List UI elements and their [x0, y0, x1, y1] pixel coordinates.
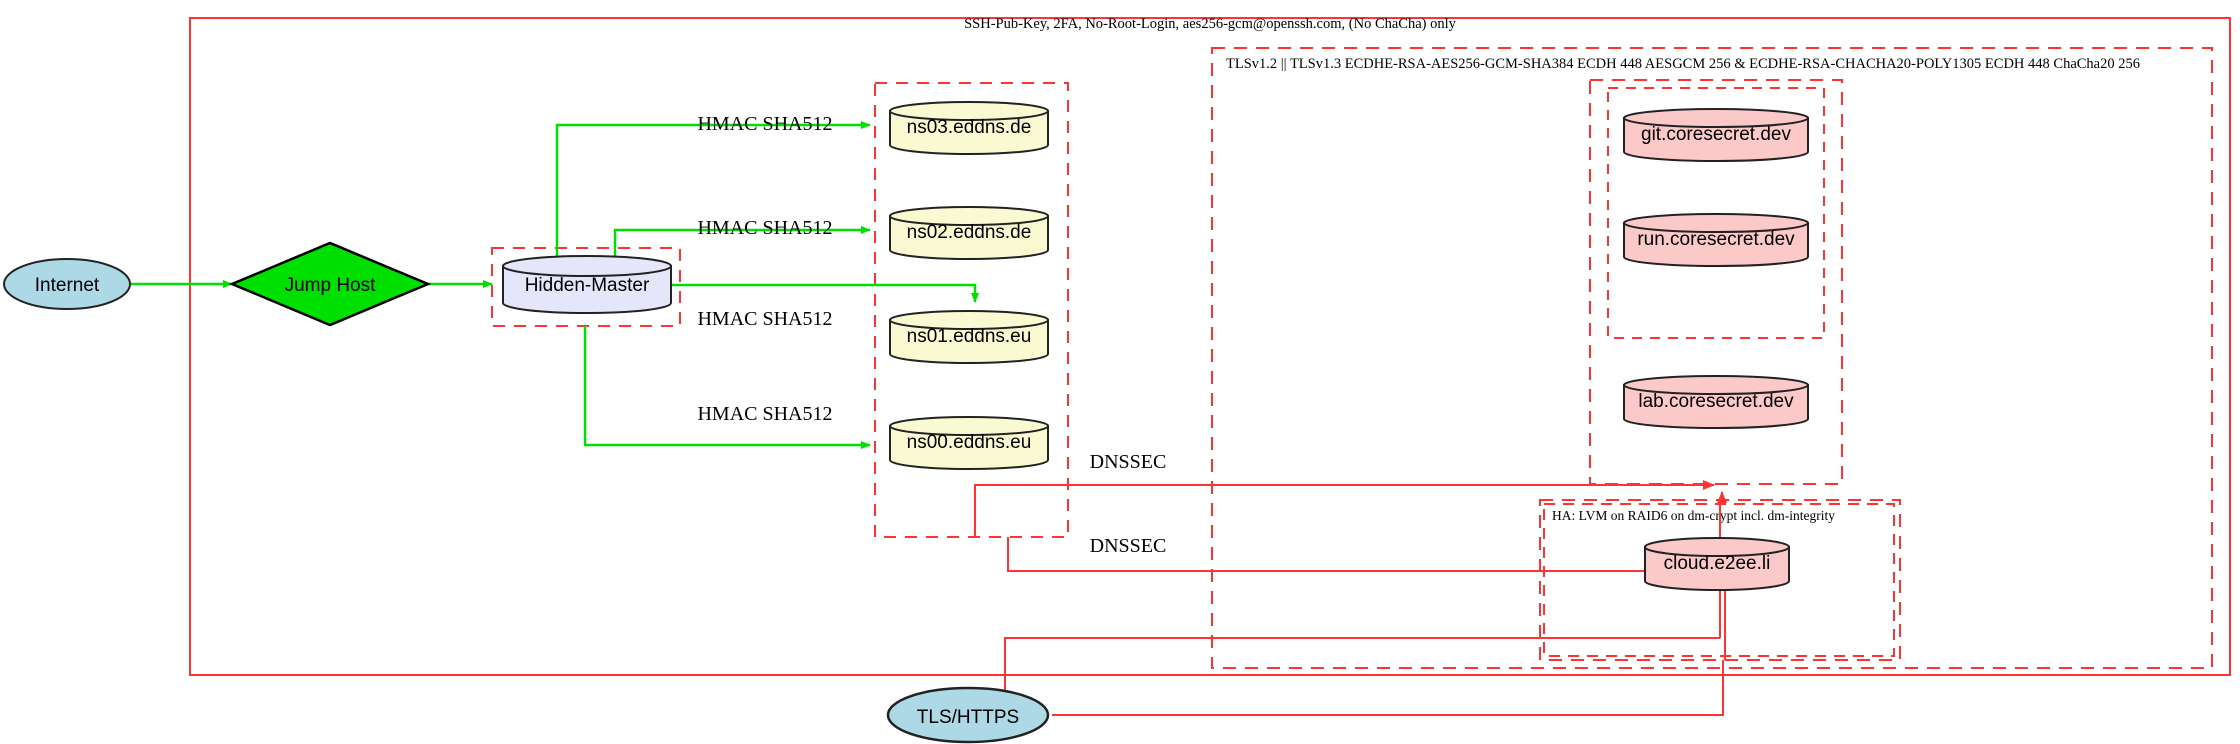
edge-label-dnssec-2: DNSSEC: [1090, 535, 1167, 557]
node-ns00[interactable]: ns00.eddns.eu: [889, 416, 1049, 470]
edge-label-hmac-2: HMAC SHA512: [697, 217, 832, 239]
node-ns03-label: ns03.eddns.de: [907, 117, 1032, 138]
cluster-ha-label: HA: LVM on RAID6 on dm-crypt incl. dm-in…: [1552, 508, 1835, 523]
node-git-coresecret[interactable]: git.coresecret.dev: [1623, 108, 1809, 162]
node-ns01-label: ns01.eddns.eu: [907, 326, 1032, 347]
node-internet[interactable]: Internet: [3, 258, 131, 310]
edge-hiddenmaster-to-ns00: HMAC SHA512: [583, 326, 871, 449]
edge-tlshttps-to-cloud: [1052, 660, 1724, 716]
red-connector-risers: [1717, 491, 1730, 660]
node-tls-https[interactable]: TLS/HTTPS: [886, 686, 1050, 744]
node-ns02[interactable]: ns02.eddns.de: [889, 206, 1049, 260]
edge-dnssec-1: DNSSEC: [974, 451, 1715, 537]
edge-hiddenmaster-to-ns03: HMAC SHA512: [555, 113, 871, 256]
node-ns03[interactable]: ns03.eddns.de: [889, 101, 1049, 155]
node-ns02-label: ns02.eddns.de: [907, 222, 1032, 243]
node-lab-coresecret-label: lab.coresecret.dev: [1638, 391, 1794, 412]
cluster-tls-label: TLSv1.2 || TLSv1.3 ECDHE-RSA-AES256-GCM-…: [1226, 56, 2140, 72]
cluster-coresecret-outer: [1589, 79, 1843, 485]
cluster-ssh-label: SSH-Pub-Key, 2FA, No-Root-Login, aes256-…: [964, 16, 1457, 32]
node-jump-host-label: Jump Host: [285, 275, 377, 296]
node-run-coresecret[interactable]: run.coresecret.dev: [1623, 213, 1809, 267]
node-ns00-label: ns00.eddns.eu: [907, 432, 1032, 453]
node-internet-label: Internet: [35, 275, 100, 296]
node-hidden-master-label: Hidden-Master: [525, 275, 650, 296]
node-hidden-master[interactable]: Hidden-Master: [502, 255, 672, 314]
edge-label-hmac-1: HMAC SHA512: [697, 113, 832, 135]
node-lab-coresecret[interactable]: lab.coresecret.dev: [1623, 375, 1809, 429]
cluster-tls: TLSv1.2 || TLSv1.3 ECDHE-RSA-AES256-GCM-…: [1211, 47, 2213, 669]
edge-dnssec-2: DNSSEC: [1007, 535, 1717, 576]
node-run-coresecret-label: run.coresecret.dev: [1637, 229, 1795, 250]
node-git-coresecret-label: git.coresecret.dev: [1641, 124, 1791, 145]
edge-hiddenmaster-to-ns02: HMAC SHA512: [613, 217, 871, 256]
cluster-ssh-outer: SSH-Pub-Key, 2FA, No-Root-Login, aes256-…: [189, 16, 2231, 676]
node-tls-https-label: TLS/HTTPS: [917, 707, 1019, 728]
cluster-coresecret-inner: [1607, 87, 1825, 339]
node-ns01[interactable]: ns01.eddns.eu: [889, 310, 1049, 364]
node-jump-host[interactable]: Jump Host: [228, 241, 432, 327]
cluster-ns-box: [874, 82, 1069, 538]
edge-label-hmac-3: HMAC SHA512: [697, 308, 832, 330]
node-cloud-e2ee[interactable]: cloud.e2ee.li: [1644, 537, 1790, 591]
edge-label-dnssec-1: DNSSEC: [1090, 451, 1167, 473]
node-cloud-e2ee-label: cloud.e2ee.li: [1664, 553, 1771, 574]
edge-hiddenmaster-to-ns01: HMAC SHA512: [670, 283, 979, 330]
edge-label-hmac-4: HMAC SHA512: [697, 403, 832, 425]
